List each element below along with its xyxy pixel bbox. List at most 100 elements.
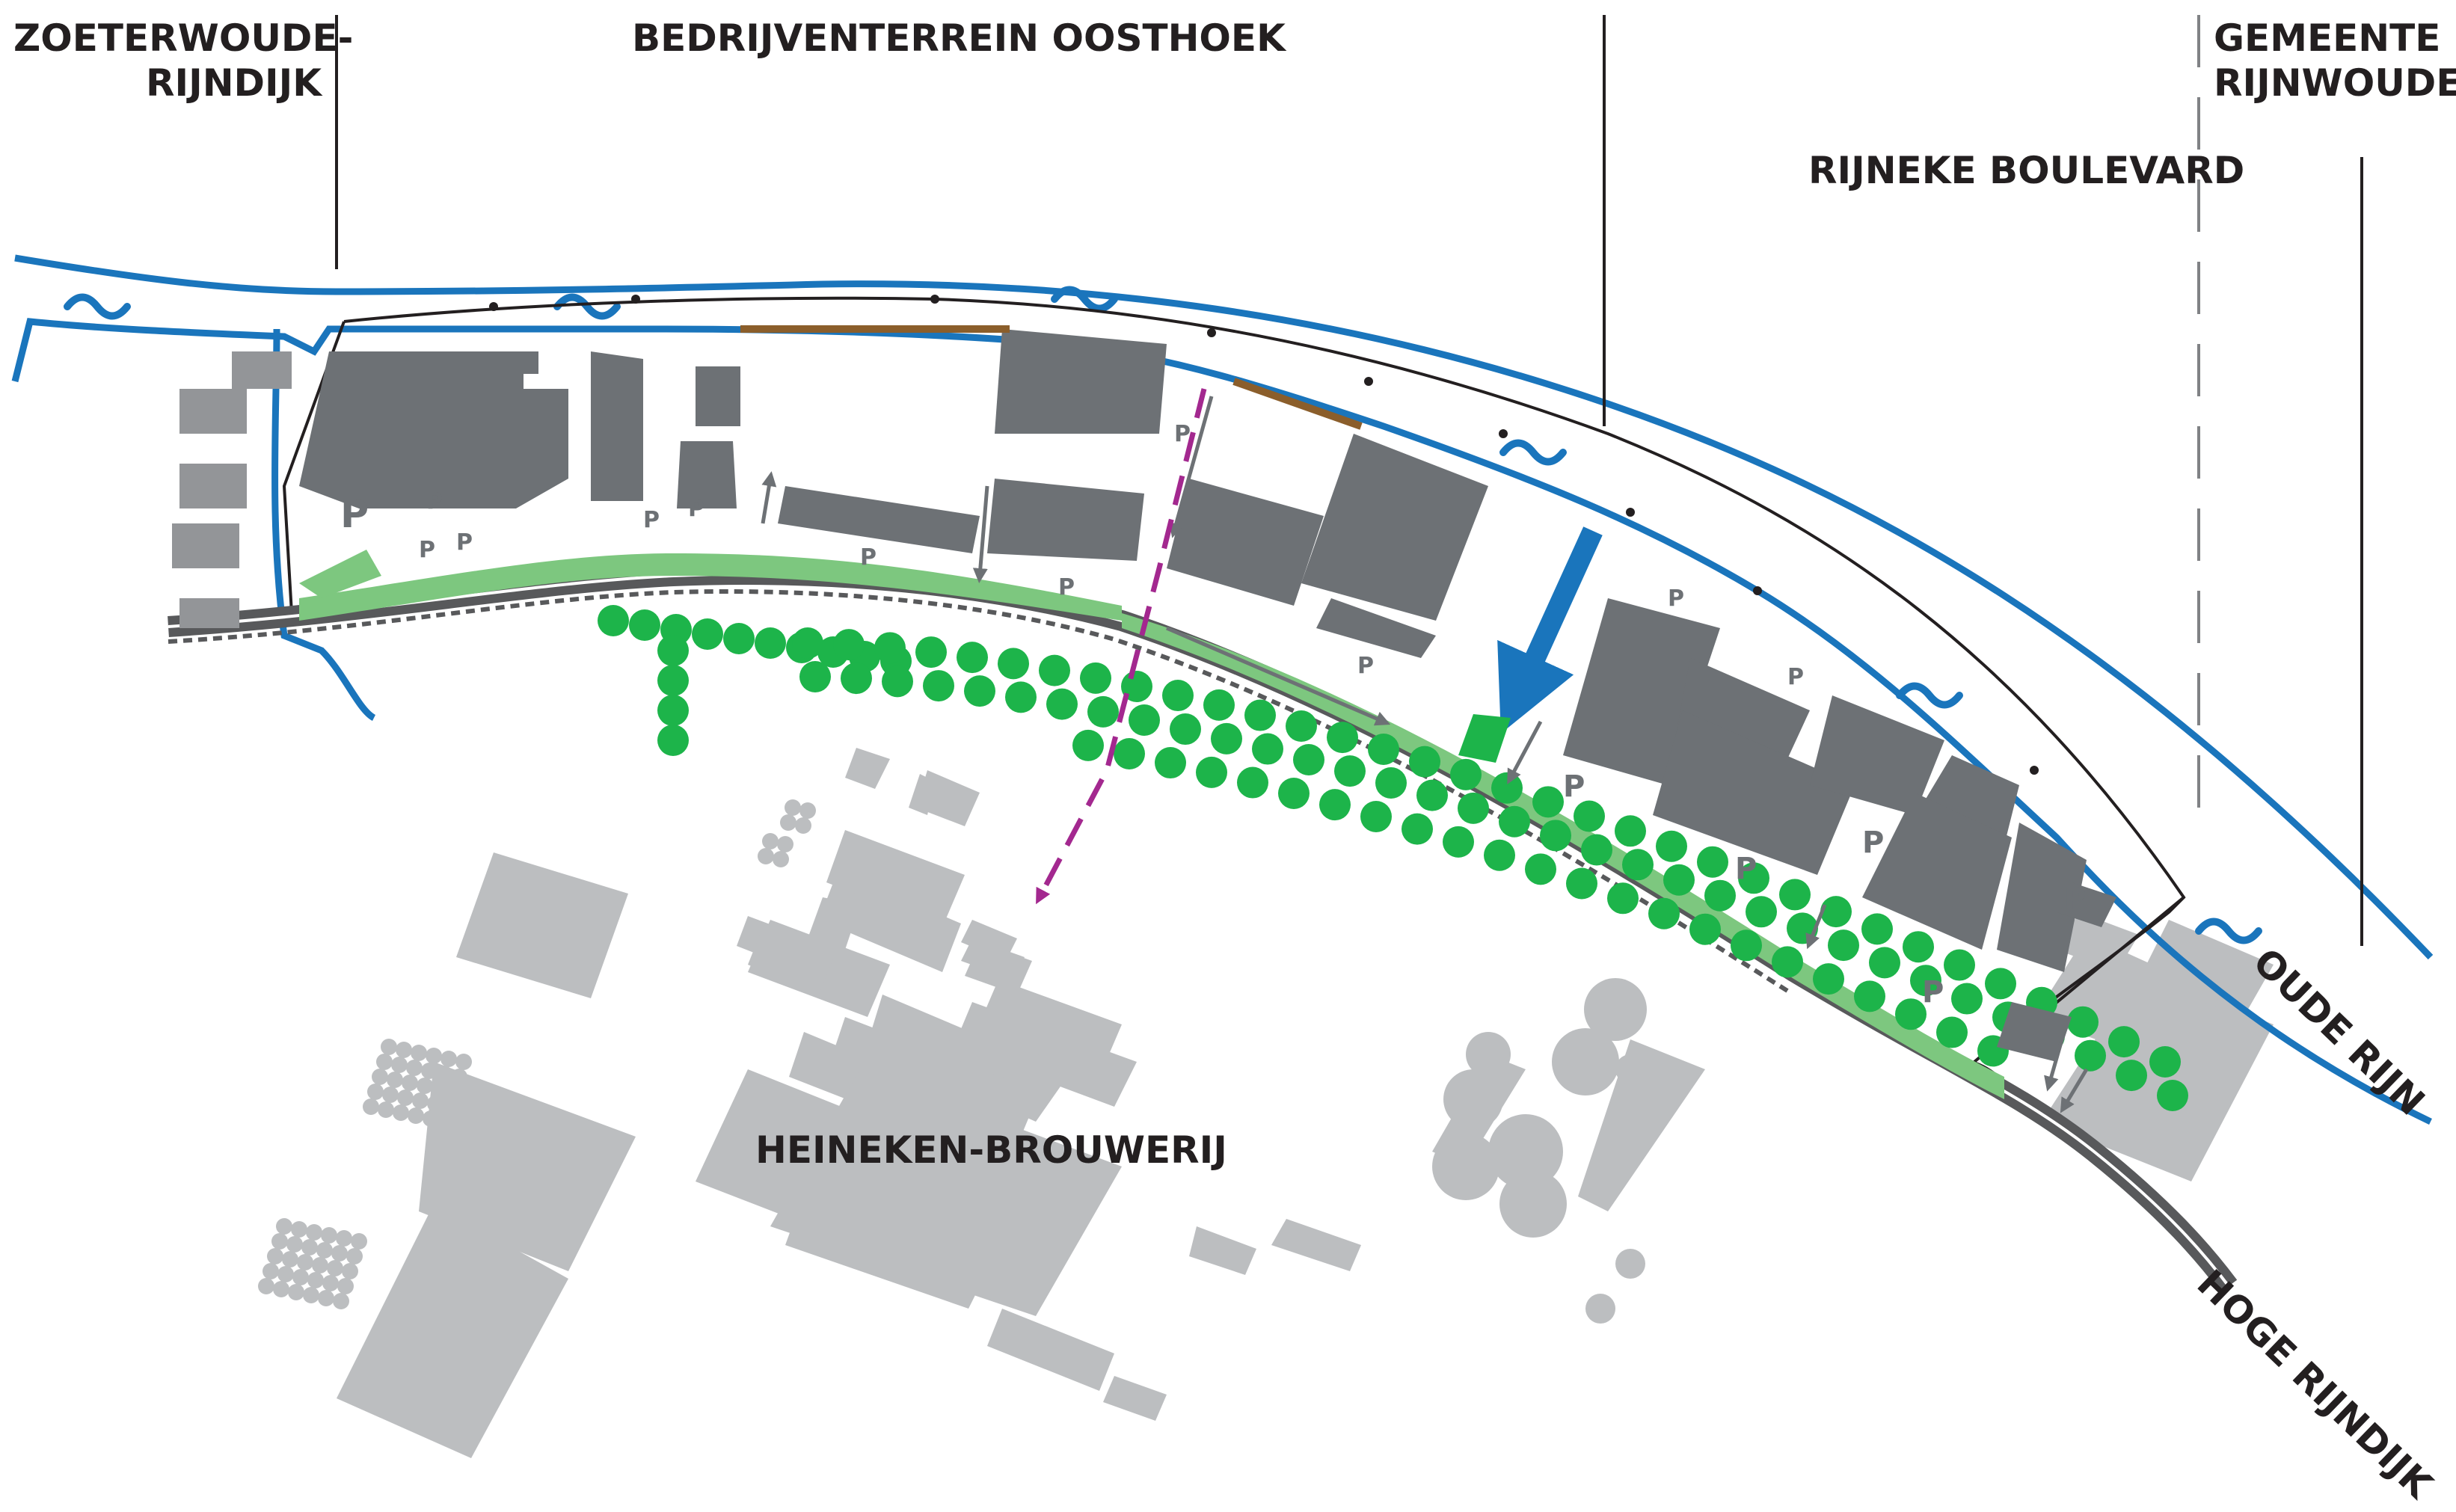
silo [417, 1078, 433, 1094]
silo [408, 1107, 424, 1124]
tree [998, 648, 1029, 680]
tree [1129, 704, 1160, 737]
tree [1607, 882, 1639, 915]
silo [288, 1284, 304, 1300]
silo [363, 1098, 379, 1115]
silo [301, 1239, 318, 1256]
tree [1368, 734, 1399, 766]
tree [1936, 1016, 1968, 1048]
tree [1779, 879, 1811, 911]
silo [312, 1257, 328, 1273]
tree [1286, 710, 1317, 742]
tree [1080, 662, 1111, 694]
tree [1484, 839, 1515, 871]
parking-symbol: P [1862, 826, 1884, 860]
tree [1663, 864, 1695, 896]
tree [1005, 681, 1037, 713]
silo [367, 1084, 384, 1100]
tree [1910, 965, 1941, 997]
tree [915, 636, 947, 669]
tree [1409, 746, 1440, 778]
tree [1087, 695, 1119, 728]
silo [333, 1293, 349, 1309]
tree [1244, 699, 1276, 731]
district-dividers [335, 15, 2363, 946]
map-labels: ZOETERWOUDE- RIJNDIJK BEDRIJVENTERREIN O… [13, 16, 2456, 1508]
arrow-icon [761, 396, 2089, 1113]
silo [318, 1290, 334, 1306]
tree [1114, 738, 1145, 770]
tree [657, 695, 689, 726]
silo [327, 1260, 343, 1276]
silo [316, 1242, 333, 1259]
tree [629, 609, 660, 641]
tree [1697, 846, 1728, 878]
parking-symbol: P [1563, 769, 1585, 804]
tree [792, 627, 823, 659]
brewery-storage-tanks [1432, 978, 1647, 1324]
tree [1869, 947, 1900, 979]
label-gemeente: GEMEENTE [2214, 16, 2440, 60]
silo [446, 1084, 463, 1100]
silo [432, 1081, 448, 1097]
tree [2157, 1080, 2188, 1111]
tree [1046, 688, 1078, 720]
tree [1738, 862, 1769, 894]
tree [1443, 826, 1474, 858]
parking-symbol: P [340, 492, 369, 537]
silo [411, 1045, 427, 1061]
silo [258, 1278, 274, 1294]
tree [1278, 777, 1310, 809]
silo [337, 1278, 354, 1294]
parking-symbol: P [1058, 574, 1075, 600]
parking-symbol: P [2064, 882, 2086, 916]
silo [276, 1218, 292, 1235]
tree [1525, 853, 1556, 885]
green-verge [299, 550, 2004, 1099]
tree [2149, 1046, 2181, 1078]
tree [1375, 767, 1407, 799]
tree [1566, 867, 1597, 900]
tree [874, 632, 906, 664]
tree [1944, 949, 1975, 981]
parking-symbol: P [1922, 975, 1944, 1009]
silo [322, 1275, 339, 1291]
arrow-icon [1036, 388, 1207, 905]
silo [271, 1233, 288, 1250]
wave-icon [64, 286, 2262, 944]
label-hoge-rijndijk: HOGE RIJNDIJK [2189, 1261, 2442, 1508]
silo [426, 1048, 442, 1064]
tree [1820, 896, 1852, 928]
silo [342, 1263, 358, 1279]
tree-row [598, 605, 2188, 1111]
label-gemeente: RIJNWOUDE [2214, 61, 2456, 105]
quay [740, 325, 1363, 430]
silo [372, 1069, 388, 1085]
silo [777, 836, 793, 852]
tree [1615, 815, 1646, 847]
tree [1656, 830, 1687, 862]
tree [799, 661, 831, 692]
silo [292, 1269, 309, 1285]
silo [282, 1251, 298, 1267]
silo [306, 1224, 322, 1241]
silo [331, 1245, 348, 1261]
silo [406, 1060, 423, 1076]
silo [387, 1072, 403, 1088]
tree [692, 618, 723, 650]
label-rijneke: RIJNEKE BOULEVARD [1808, 149, 2244, 192]
tree [1196, 756, 1227, 788]
silo [427, 1095, 443, 1112]
parking-symbol: P [419, 537, 435, 563]
tree [1787, 912, 1818, 944]
tree [1540, 820, 1571, 852]
tree [1499, 805, 1530, 838]
tree [1170, 713, 1201, 746]
tree [1622, 849, 1654, 881]
silo [795, 817, 811, 834]
parking-symbol: P [1787, 664, 1804, 690]
silo [297, 1254, 313, 1270]
silo [376, 1054, 393, 1070]
parking-symbol: P [643, 507, 660, 533]
